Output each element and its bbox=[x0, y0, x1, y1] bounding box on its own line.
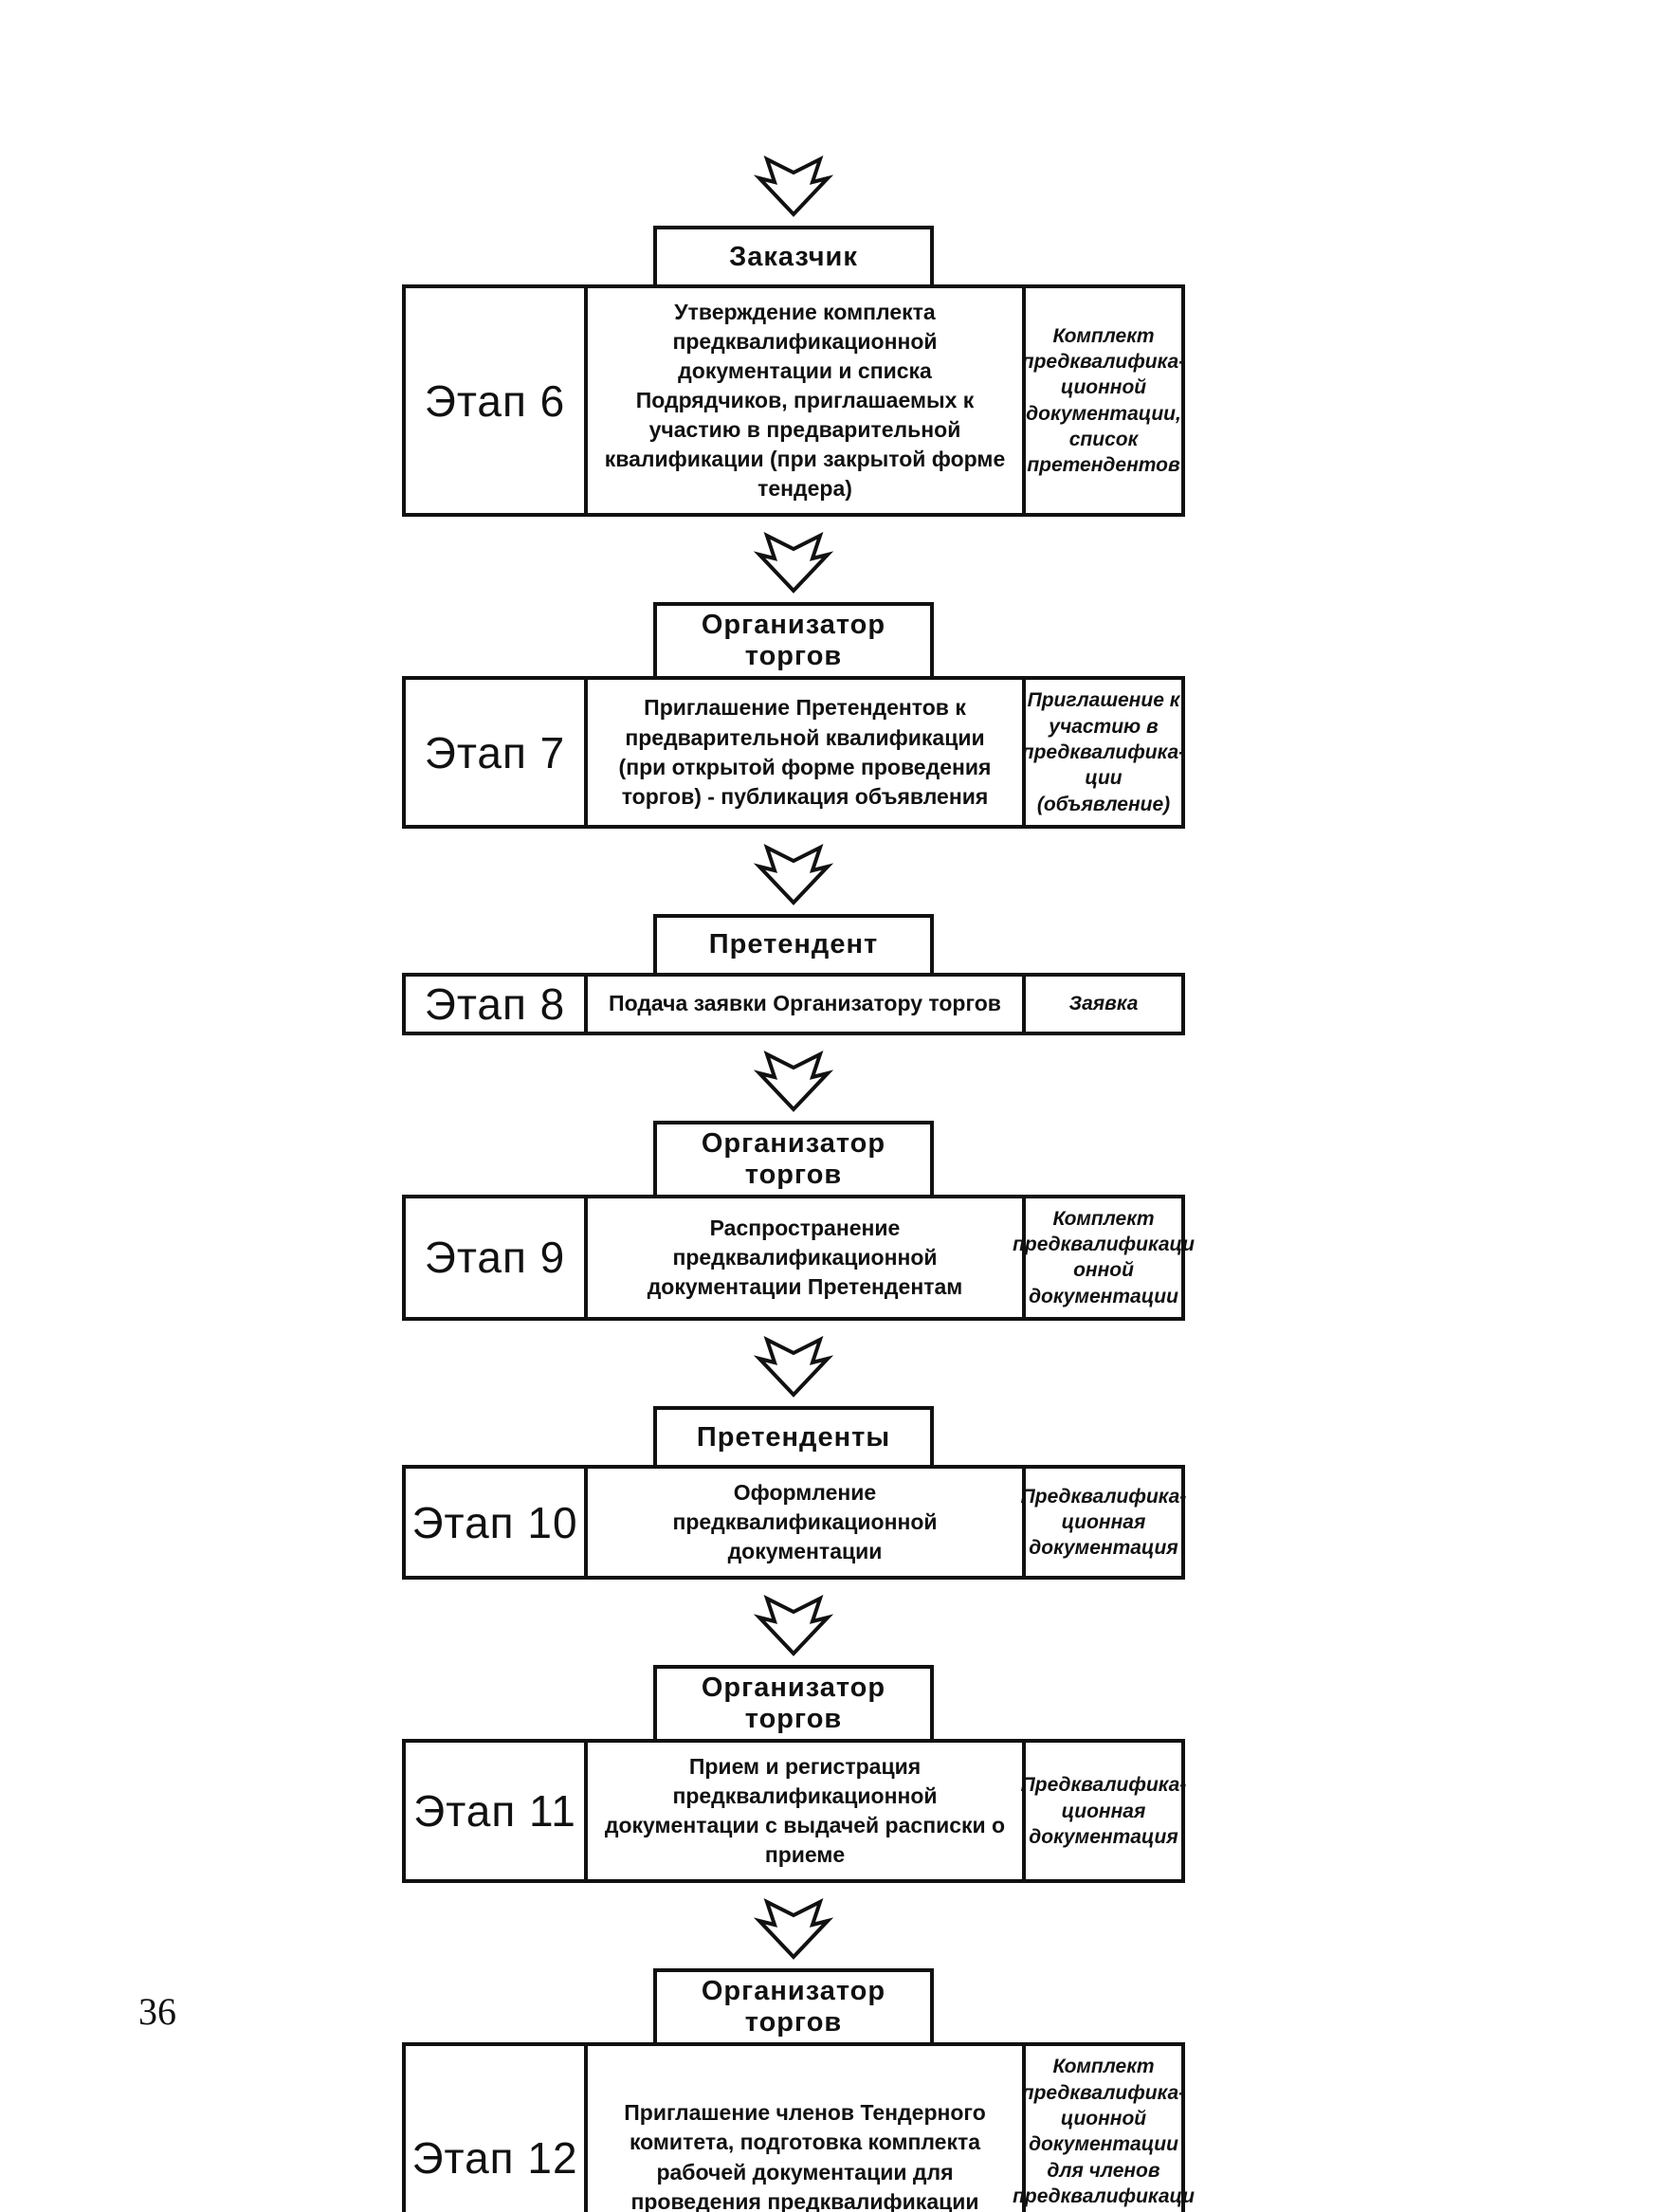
stage-document-text: Приглашение к участию в предквалифика- ц… bbox=[1022, 676, 1185, 829]
actor-box: Претенденты bbox=[653, 1406, 934, 1469]
stage-action-text: Прием и регистрация предквалификационной… bbox=[588, 1739, 1026, 1884]
stage-document-text: Комплект предквалифика- ционной документ… bbox=[1022, 284, 1185, 518]
stage-document-text: Комплект предквалифика- ционной документ… bbox=[1013, 2042, 1195, 2212]
down-arrow-icon bbox=[746, 1589, 841, 1657]
page-number: 36 bbox=[138, 1990, 176, 2033]
stage-row: Этап 7 Приглашение Претендентов к предва… bbox=[402, 676, 1185, 829]
actor-box: Организатор торгов bbox=[653, 602, 934, 681]
actor-label: Претенденты bbox=[696, 1421, 891, 1453]
stage-row: Этап 6 Утверждение комплекта предквалифи… bbox=[402, 284, 1185, 518]
stage-label: Этап 6 bbox=[402, 284, 588, 518]
tender-process-flowchart: Заказчик Этап 6 Утверждение комплекта пр… bbox=[402, 0, 1195, 2212]
down-arrow-icon bbox=[746, 1892, 841, 1961]
stage-label: Этап 11 bbox=[402, 1739, 588, 1884]
actor-label: Организатор торгов bbox=[701, 610, 886, 672]
stage-action-text: Распространение предквалификационной док… bbox=[588, 1194, 1026, 1321]
stage-action-text: Подача заявки Организатору торгов bbox=[588, 972, 1026, 1035]
stage-7: Организатор торгов Этап 7 Приглашение Пр… bbox=[402, 517, 1185, 829]
stage-label: Этап 8 bbox=[402, 972, 588, 1035]
stage-row: Этап 10 Оформление предквалификационной … bbox=[402, 1465, 1186, 1581]
stage-9: Организатор торгов Этап 9 Распространени… bbox=[402, 1035, 1195, 1321]
actor-label: Организатор торгов bbox=[701, 1127, 886, 1190]
stage-document-text: Комплект предквалификаци онной документа… bbox=[1013, 1194, 1195, 1321]
stage-row: Этап 9 Распространение предквалификацион… bbox=[402, 1194, 1195, 1321]
stage-label: Этап 12 bbox=[402, 2042, 588, 2212]
stage-row: Этап 12 Приглашение членов Тендерного ко… bbox=[402, 2042, 1195, 2212]
stage-11: Организатор торгов Этап 11 Прием и регис… bbox=[402, 1580, 1186, 1884]
actor-box: Организатор торгов bbox=[653, 1665, 934, 1744]
actor-box: Организатор торгов bbox=[653, 1968, 934, 2047]
actor-label: Организатор торгов bbox=[701, 1673, 886, 1735]
down-arrow-icon bbox=[746, 1330, 841, 1398]
stage-document-text: Предквалифика- ционная документация bbox=[1021, 1465, 1186, 1581]
stage-label: Этап 7 bbox=[402, 676, 588, 829]
stage-action-text: Приглашение Претендентов к предварительн… bbox=[588, 676, 1026, 829]
stage-12: Организатор торгов Этап 12 Приглашение ч… bbox=[402, 1883, 1195, 2212]
actor-box: Претендент bbox=[653, 913, 934, 977]
actor-box: Организатор торгов bbox=[653, 1120, 934, 1198]
stage-6: Заказчик Этап 6 Утверждение комплекта пр… bbox=[402, 140, 1185, 518]
stage-10: Претенденты Этап 10 Оформление предквали… bbox=[402, 1321, 1186, 1581]
stage-document-text: Заявка bbox=[1026, 972, 1185, 1035]
actor-label: Организатор торгов bbox=[701, 1976, 886, 2038]
stage-8: Претендент Этап 8 Подача заявки Организа… bbox=[402, 829, 1185, 1035]
stage-action-text: Приглашение членов Тендерного комитета, … bbox=[588, 2042, 1026, 2212]
down-arrow-icon bbox=[746, 526, 841, 594]
stage-document-text: Предквалифика- ционная документация bbox=[1021, 1739, 1186, 1884]
stage-action-text: Утверждение комплекта предквалификационн… bbox=[588, 284, 1026, 518]
actor-box: Заказчик bbox=[653, 226, 934, 288]
down-arrow-icon bbox=[746, 1045, 841, 1113]
actor-label: Заказчик bbox=[729, 241, 858, 272]
stage-row: Этап 11 Прием и регистрация предквалифик… bbox=[402, 1739, 1186, 1884]
down-arrow-icon bbox=[746, 150, 841, 218]
actor-label: Претендент bbox=[708, 929, 879, 960]
stage-label: Этап 9 bbox=[402, 1194, 588, 1321]
stage-label: Этап 10 bbox=[402, 1465, 588, 1581]
stage-action-text: Оформление предквалификационной документ… bbox=[588, 1465, 1026, 1581]
stage-row: Этап 8 Подача заявки Организатору торгов… bbox=[402, 972, 1185, 1035]
down-arrow-icon bbox=[746, 838, 841, 906]
